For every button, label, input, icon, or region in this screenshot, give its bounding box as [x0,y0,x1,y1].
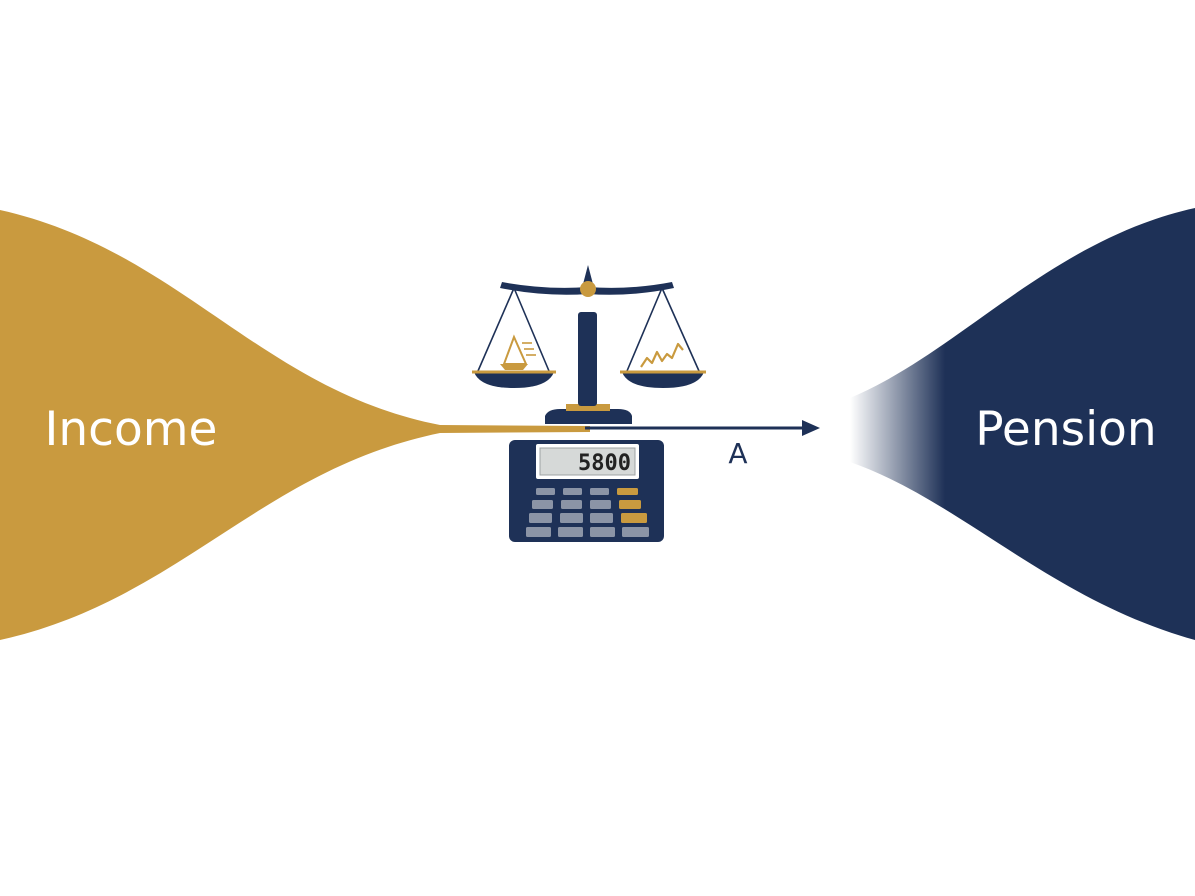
income-label: Income [45,402,218,457]
balance-scale-icon [472,265,706,424]
pension-label: Pension [975,402,1156,457]
arrow-right-icon [585,420,820,436]
calculator-display-value: 5800 [578,451,631,476]
pension-wave [850,208,1195,640]
calculator-icon [509,440,664,542]
income-wave [0,210,590,640]
arrow-label: A [728,437,747,470]
